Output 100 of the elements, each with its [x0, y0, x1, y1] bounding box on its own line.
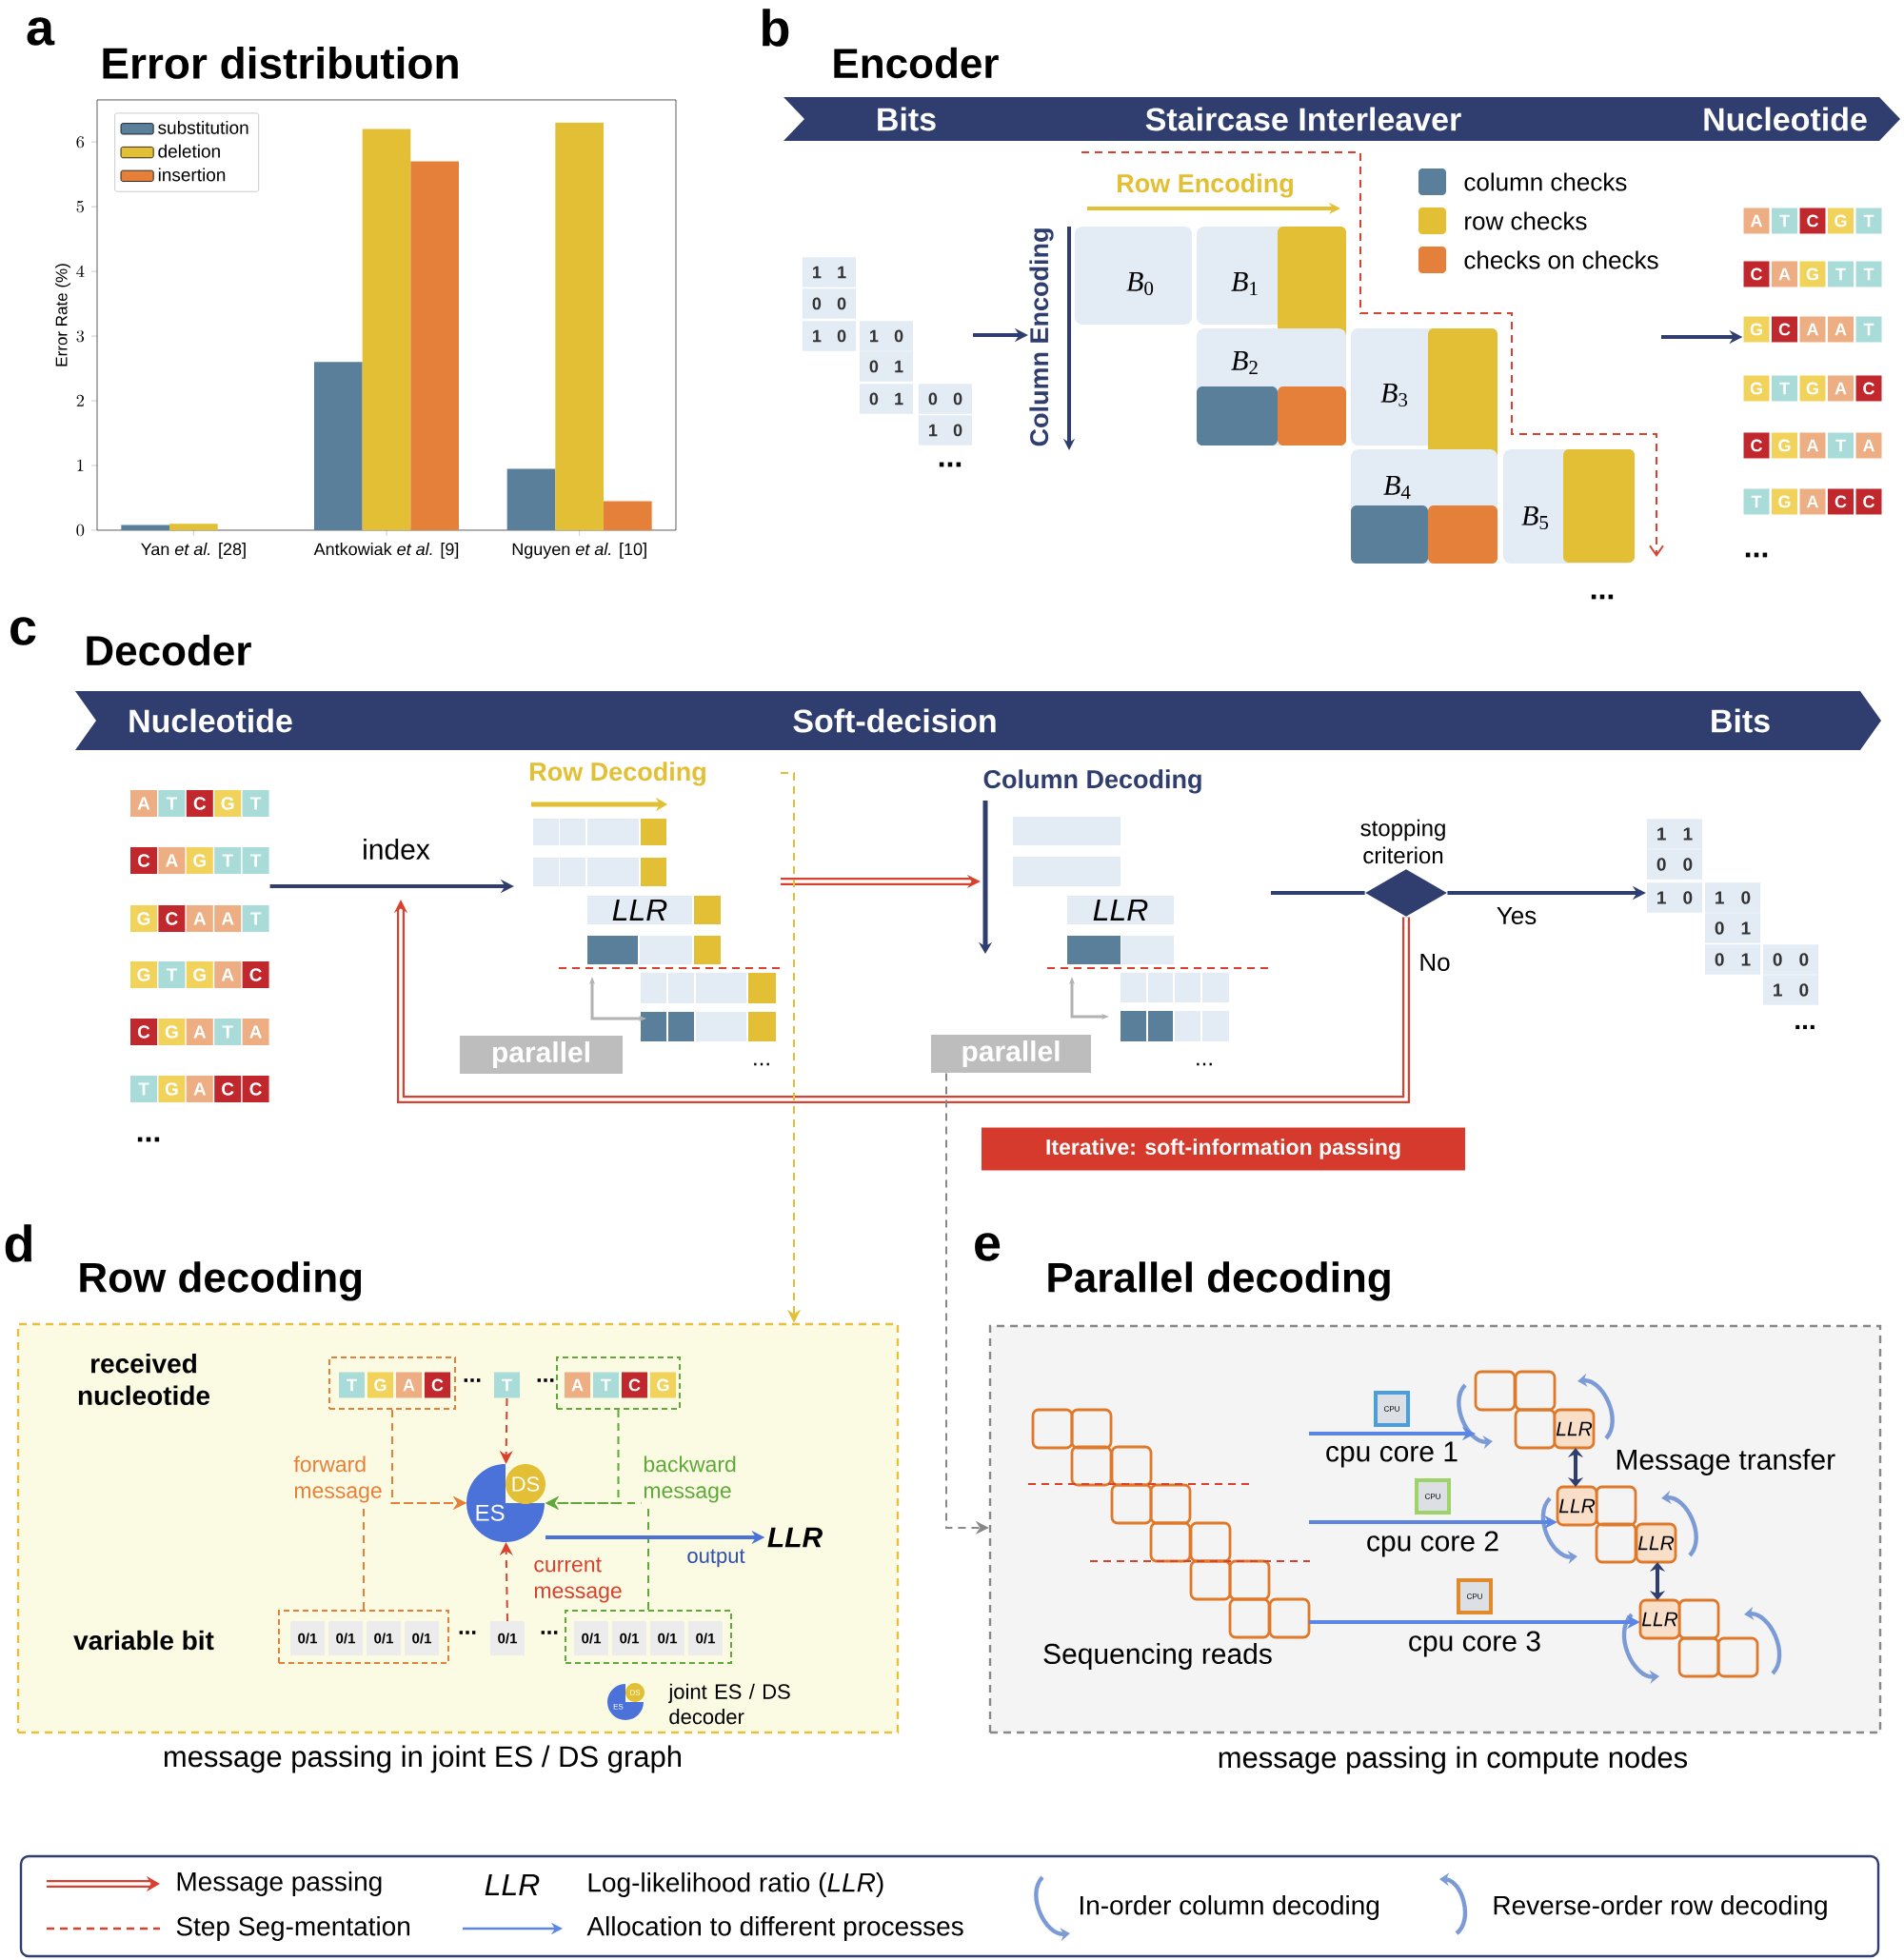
matrix-cell: 1 0 [1705, 882, 1760, 913]
edge-label: No [1417, 951, 1453, 974]
llr-block: LLR [1638, 1598, 1681, 1640]
nucleotide-tile: G [1828, 208, 1854, 234]
y-tick-label: 0 [76, 524, 85, 537]
bit-cell: 0/1 [405, 1621, 439, 1655]
x-tick-label: Antkowiak et al. [9] [313, 543, 459, 559]
parallel-badge: parallel [460, 1036, 623, 1074]
x-tick-label: Yan et al. [28] [141, 543, 246, 559]
nucleotide-tile: G [130, 905, 157, 932]
panel-label: message passing in compute nodes [1219, 1746, 1688, 1774]
nucleotide-tile: G [1743, 375, 1770, 402]
bit-cell: 0/1 [574, 1621, 608, 1655]
legend-text: checks on checks [1464, 250, 1658, 269]
bit-cell: 0/1 [290, 1621, 325, 1655]
bit-cell: 0/1 [650, 1621, 684, 1655]
bar [604, 501, 652, 530]
icon-caption: joint ES / DS decoder [667, 1683, 790, 1725]
nucleotide-tile: T [339, 1372, 365, 1398]
panel-letter: b [763, 9, 789, 47]
nucleotide-tile: G [186, 961, 213, 988]
nucleotide-tile: G [367, 1372, 393, 1398]
legend-label: substitution [158, 120, 248, 134]
llr-cell: LLR [587, 896, 692, 924]
edge-label: Yes [1494, 904, 1539, 927]
nucleotide-tile: A [1799, 432, 1826, 459]
matrix-cell: 1 0 [803, 321, 856, 351]
matrix-cell: 0 1 [860, 351, 913, 382]
cpu-chip: CPU [1415, 1478, 1451, 1515]
panel-title: Encoder [834, 47, 999, 79]
matrix-cell: 1 0 [1763, 975, 1818, 1005]
nucleotide-tile: A [1799, 316, 1826, 343]
bit-cell: 0/1 [490, 1621, 525, 1655]
legend-label: deletion [158, 144, 220, 158]
nucleotide-tile: T [130, 1076, 157, 1102]
nucleotide-tile: G [650, 1372, 676, 1398]
panel-letter: a [27, 17, 55, 46]
arrow [1649, 1562, 1666, 1600]
nucleotide-tile: T [1772, 375, 1797, 402]
nucleotide-tile: T [214, 1019, 242, 1045]
bit-cell: 0/1 [688, 1621, 723, 1655]
reads-label: Sequencing reads [1043, 1643, 1272, 1670]
edge-label: index [360, 836, 432, 861]
bar [410, 161, 459, 530]
panel-letter: e [975, 1233, 1001, 1261]
parallel-badge: parallel [931, 1035, 1091, 1073]
legend-text: Reverse-order row decoding [1494, 1894, 1827, 1921]
output-label: LLR [767, 1527, 823, 1548]
nucleotide-tile: G [1799, 261, 1826, 287]
ellipsis: ... [1745, 552, 1768, 558]
ellipsis: ... [541, 1631, 558, 1634]
panel-title: Parallel decoding [1048, 1261, 1390, 1301]
nucleotide-tile: A [1772, 261, 1797, 287]
nucleotide-tile: T [214, 847, 242, 874]
ellipsis: ... [459, 1631, 476, 1634]
panel-title: Decoder [87, 634, 251, 666]
nucleotide-tile: T [242, 847, 269, 874]
matrix-block: B$_{0}$ [1075, 226, 1192, 325]
nucleotide-tile: T [242, 790, 269, 817]
matrix-cell: 1 1 [1647, 819, 1702, 849]
y-tick-label: 5 [76, 200, 84, 213]
matrix-cell: 0 0 [1763, 944, 1818, 975]
ellipsis: ... [1591, 594, 1614, 600]
bar [169, 524, 218, 530]
nucleotide-tile: G [214, 790, 242, 817]
bar [121, 525, 169, 530]
axis-label: Column Encoding [1029, 228, 1054, 446]
nucleotide-tile: T [494, 1372, 520, 1398]
edge-label: cpu core 2 [1363, 1529, 1502, 1559]
nucleotide-tile: T [158, 961, 186, 988]
nucleotide-tile: T [158, 790, 186, 817]
ellipsis: ... [537, 1378, 554, 1382]
nucleotide-tile: C [1855, 375, 1882, 402]
nucleotide-tile: G [130, 961, 157, 988]
nucleotide-tile: C [1743, 261, 1770, 287]
matrix-cell: 0 1 [1705, 913, 1760, 943]
section-heading: Row Decoding [530, 762, 705, 786]
llr-cell: LLR [1067, 896, 1174, 924]
x-tick-label: Nguyen et al. [10] [512, 543, 646, 559]
bit-cell: 0/1 [612, 1621, 646, 1655]
arrow [1567, 1448, 1584, 1487]
panel-label: message passing in joint ES / DS graph [164, 1745, 681, 1773]
nucleotide-tile: C [1855, 488, 1882, 515]
edge-label: forward message [291, 1454, 391, 1505]
nucleotide-tile: C [1799, 208, 1826, 234]
matrix-cell: 0 0 [803, 288, 856, 319]
nucleotide-tile: A [130, 790, 157, 817]
chart-title: Error distribution [103, 47, 458, 79]
nucleotide-tile: C [1772, 316, 1797, 343]
nucleotide-tile: C [242, 961, 269, 988]
ellipsis: ... [1197, 1062, 1212, 1066]
legend-text: column checks [1464, 172, 1627, 191]
nucleotide-tile: A [214, 961, 242, 988]
edge-label: current message [531, 1555, 631, 1605]
cpu-chip: CPU [1374, 1391, 1410, 1427]
nucleotide-tile: A [396, 1372, 422, 1398]
nucleotide-tile: A [1743, 208, 1770, 234]
nucleotide-tile: T [1855, 261, 1882, 287]
nucleotide-tile: A [158, 847, 186, 874]
bit-cell: 0/1 [367, 1621, 401, 1655]
